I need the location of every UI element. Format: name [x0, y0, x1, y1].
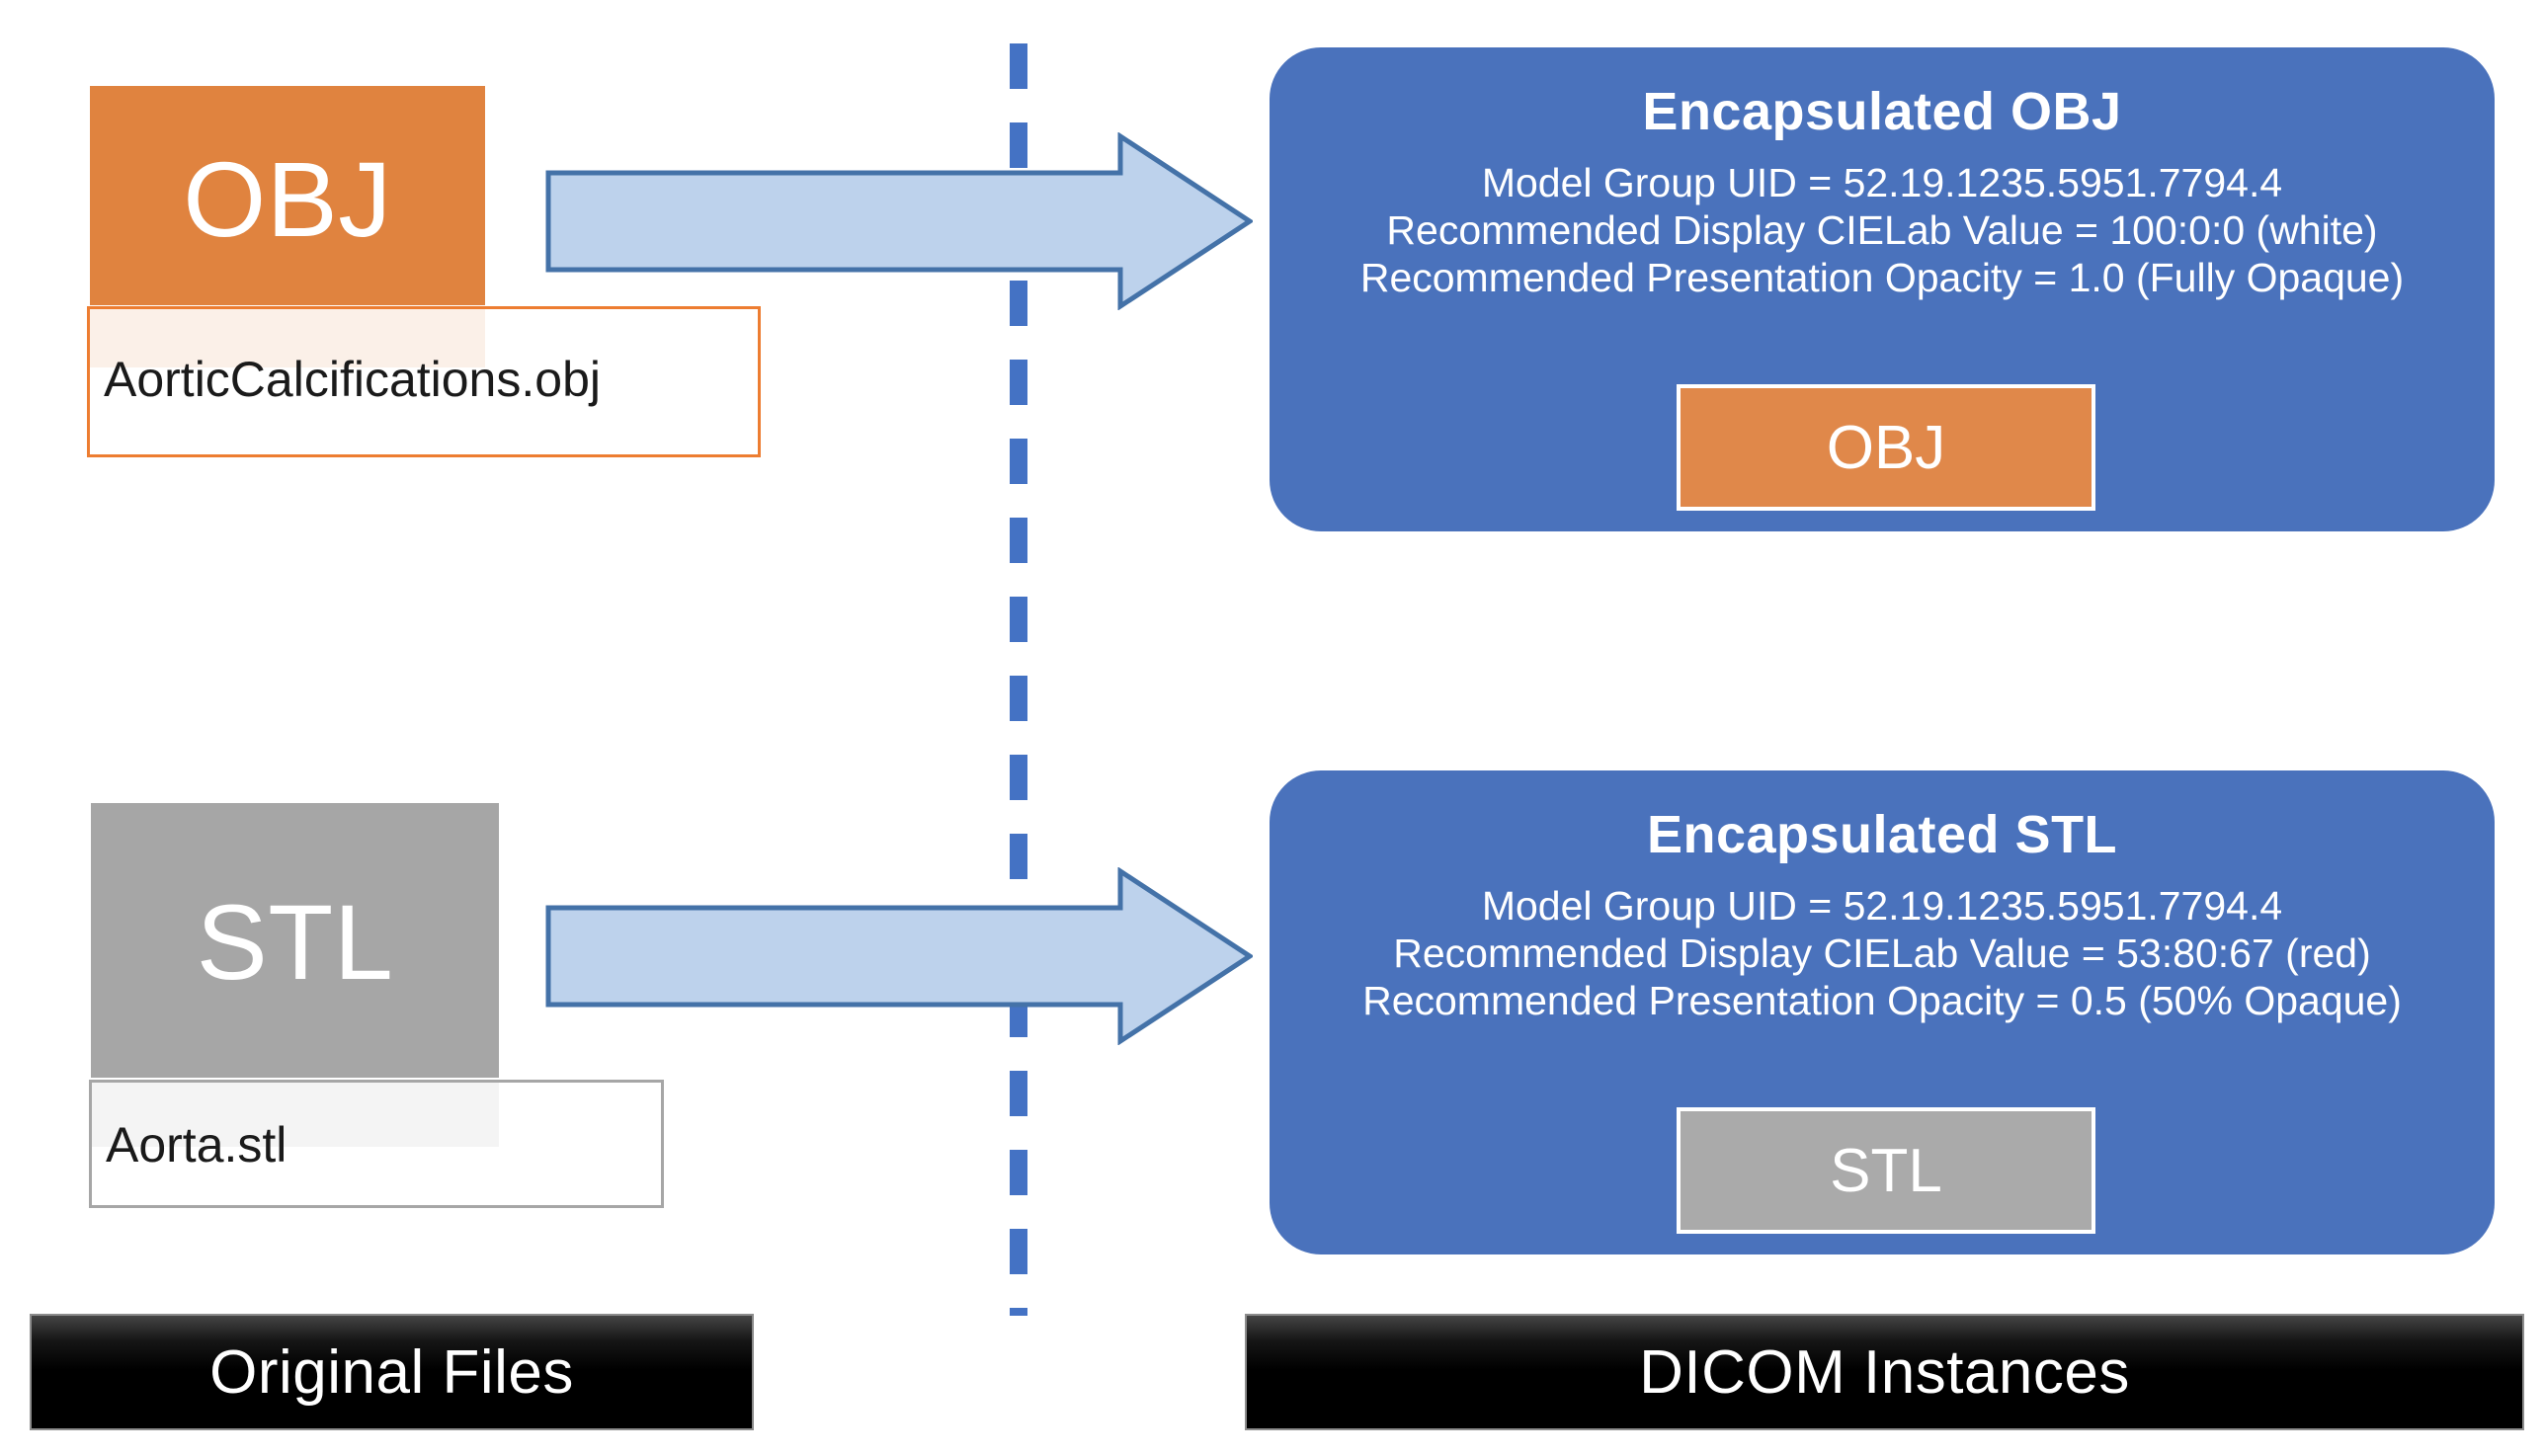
attribute-line: Recommended Display CIELab Value = 53:80…: [1393, 930, 2371, 976]
obj-format-chip: OBJ: [1677, 384, 2095, 511]
stl-file-name: Aorta.stl: [106, 1117, 287, 1173]
attribute-line: Recommended Presentation Opacity = 0.5 (…: [1362, 977, 2402, 1023]
obj-tile-label: OBJ: [183, 139, 392, 259]
attribute-line: Model Group UID = 52.19.1235.5951.7794.4: [1481, 160, 2283, 205]
obj-file-label-box: AorticCalcifications.obj: [87, 306, 761, 457]
encapsulated-obj-card: Encapsulated OBJ Model Group UID = 52.19…: [1270, 47, 2495, 531]
attribute-line: Model Group UID = 52.19.1235.5951.7794.4: [1481, 883, 2283, 929]
encapsulated-stl-title: Encapsulated STL: [1646, 805, 2118, 864]
original-files-banner-label: Original Files: [209, 1337, 574, 1407]
obj-chip-label: OBJ: [1826, 413, 1946, 482]
stl-file-label-box: Aorta.stl: [89, 1080, 664, 1208]
encapsulated-obj-attributes: Model Group UID = 52.19.1235.5951.7794.4…: [1270, 160, 2495, 302]
stl-conversion-arrow-icon: [545, 867, 1253, 1045]
obj-file-tile: OBJ: [90, 86, 485, 305]
obj-file-name: AorticCalcifications.obj: [104, 352, 601, 407]
obj-conversion-arrow-icon: [545, 132, 1253, 310]
attribute-line: Recommended Display CIELab Value = 100:0…: [1386, 206, 2378, 253]
dicom-instances-banner: DICOM Instances: [1245, 1314, 2524, 1430]
dicom-instances-banner-label: DICOM Instances: [1639, 1337, 2130, 1407]
encapsulated-stl-attributes: Model Group UID = 52.19.1235.5951.7794.4…: [1270, 883, 2495, 1025]
stl-format-chip: STL: [1677, 1107, 2095, 1234]
encapsulated-obj-title: Encapsulated OBJ: [1642, 82, 2122, 141]
original-files-banner: Original Files: [30, 1314, 754, 1430]
stl-file-tile: STL: [91, 803, 499, 1078]
stl-chip-label: STL: [1830, 1136, 1942, 1205]
encapsulated-stl-card: Encapsulated STL Model Group UID = 52.19…: [1270, 770, 2495, 1254]
stl-tile-label: STL: [196, 882, 394, 1002]
attribute-line: Recommended Presentation Opacity = 1.0 (…: [1359, 254, 2405, 300]
